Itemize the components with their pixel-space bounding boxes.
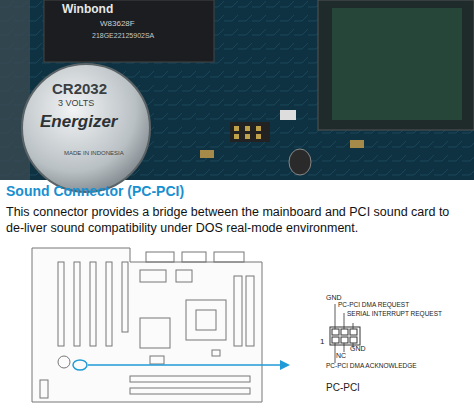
connector-name: PC-PCI bbox=[326, 382, 360, 394]
led bbox=[280, 110, 296, 120]
pin-label: GND bbox=[350, 345, 366, 353]
mainboard-outline bbox=[32, 248, 262, 402]
capacitor bbox=[289, 149, 311, 175]
section-heading: Sound Connector (PC-PCI) bbox=[6, 183, 184, 199]
signal-label: SERIAL INTERRUPT REQUEST bbox=[347, 310, 442, 317]
large-chip bbox=[318, 0, 474, 130]
jumper-header bbox=[230, 122, 270, 142]
pin-label: NC bbox=[336, 352, 346, 360]
pin-label: GND bbox=[326, 294, 342, 302]
winbond-chip bbox=[44, 0, 214, 62]
description-text: This connector provides a bridge between… bbox=[6, 204, 468, 237]
battery-voltage: 3 VOLTS bbox=[58, 98, 94, 108]
board-photo bbox=[0, 0, 474, 192]
signal-label: PC-PCI DMA ACKNOWLEDGE bbox=[326, 362, 417, 369]
cr2032-battery bbox=[22, 64, 150, 192]
highlight-ring bbox=[73, 360, 87, 370]
chip-part-number: W83628F bbox=[100, 19, 135, 28]
pin-number: 1 bbox=[320, 337, 324, 346]
pointer-arrow bbox=[88, 364, 288, 366]
battery-brand: Energizer bbox=[40, 112, 117, 132]
signal-label: PC-PCI DMA REQUEST bbox=[338, 301, 409, 308]
chip-brand: Winbond bbox=[62, 3, 113, 17]
battery-origin: MADE IN INDONESIA bbox=[64, 150, 124, 157]
pin-header bbox=[330, 327, 360, 345]
battery-model: CR2032 bbox=[52, 80, 107, 97]
chip-code: 218GE22125902SA bbox=[92, 32, 154, 40]
